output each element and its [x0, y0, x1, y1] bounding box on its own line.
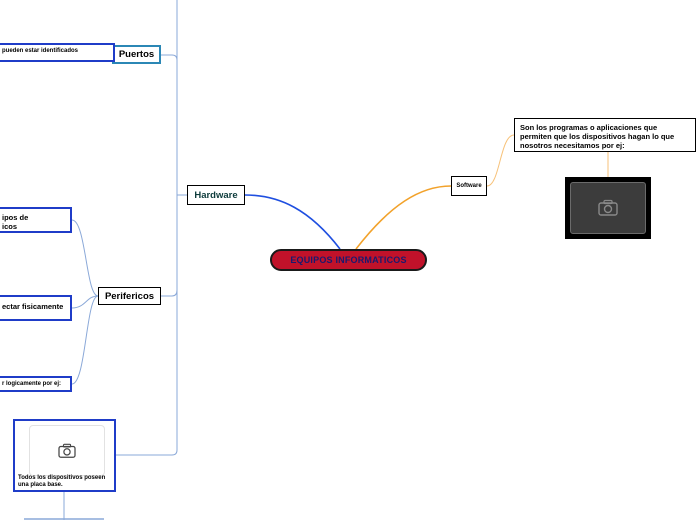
software-image[interactable] — [565, 177, 651, 239]
camera-icon — [57, 443, 77, 459]
edge-trunk-perifericos — [161, 289, 178, 297]
software-image-frame — [570, 182, 646, 234]
edge-software-description — [486, 134, 515, 187]
perifericos-child-2[interactable]: ectar fisicamente — [0, 295, 72, 321]
perifericos-child-3-text: r logicamente por ej: — [2, 381, 62, 387]
edge-perif-child2 — [71, 295, 99, 309]
software-description[interactable]: Son los programas o aplicaciones que per… — [514, 118, 696, 152]
edge-trunk-down — [116, 195, 178, 456]
edge-central-software — [355, 185, 452, 250]
placa-image-placeholder — [29, 425, 105, 476]
puertos-child[interactable]: pueden estar identificados — [0, 43, 115, 62]
topic-puertos[interactable]: Puertos — [112, 45, 161, 64]
perifericos-child-2-text: ectar fisicamente — [2, 302, 64, 311]
topic-hardware-label: Hardware — [194, 189, 238, 201]
topic-puertos-label: Puertos — [118, 49, 155, 60]
perifericos-child-1-line2: icos — [2, 222, 18, 231]
perifericos-child-1-line1: ipos de — [2, 213, 29, 222]
placa-base-node[interactable]: Todos los dispositivos poseen una placa … — [13, 419, 116, 492]
puertos-child-text: pueden estar identificados — [2, 48, 79, 54]
edge-hardware-trunk — [176, 0, 187, 196]
edge-trunk-puertos — [161, 54, 178, 61]
perifericos-child-1[interactable]: ipos de icos — [0, 207, 72, 233]
topic-perifericos-label: Perifericos — [104, 290, 155, 302]
topic-software-label: Software — [456, 183, 482, 189]
central-topic[interactable]: EQUIPOS INFORMATICOS — [270, 249, 427, 271]
perifericos-child-3[interactable]: r logicamente por ej: — [0, 376, 72, 392]
software-description-text: Son los programas o aplicaciones que per… — [520, 123, 675, 150]
edge-perif-child1 — [71, 219, 99, 297]
camera-icon — [597, 199, 619, 217]
topic-software[interactable]: Software — [451, 176, 487, 196]
edge-central-hardware — [244, 194, 341, 250]
topic-perifericos[interactable]: Perifericos — [98, 287, 161, 305]
central-topic-label: EQUIPOS INFORMATICOS — [290, 255, 407, 265]
topic-hardware[interactable]: Hardware — [187, 185, 245, 205]
placa-base-caption: Todos los dispositivos poseen una placa … — [18, 475, 106, 488]
edge-perif-child3 — [71, 295, 99, 385]
